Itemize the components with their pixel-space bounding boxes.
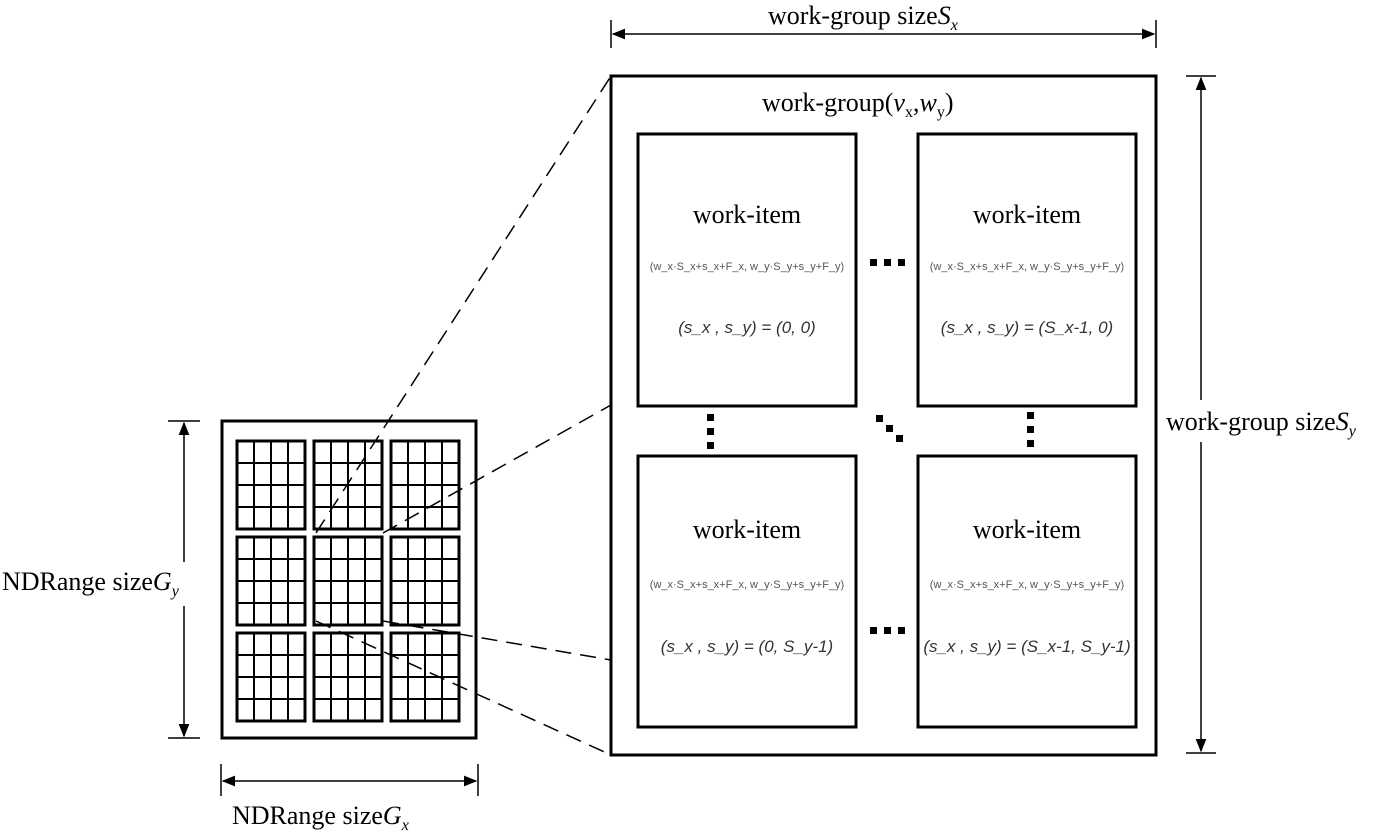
zoom-lines xyxy=(315,75,612,756)
ndrange-group xyxy=(235,535,307,627)
work-item-coord: (s_x , s_y) = (S_x-1, 0) xyxy=(941,318,1113,337)
ndrange-group xyxy=(235,439,307,531)
work-item-formula: (w_x·S_x+s_x+F_x, w_y·S_y+s_y+F_y) xyxy=(930,579,1124,591)
vertical-ellipsis-icon xyxy=(1027,412,1034,447)
ndrange-group xyxy=(389,439,461,531)
wg-size-y-dimension: work-group sizeSy xyxy=(1164,75,1396,754)
ndrange-group xyxy=(389,631,461,723)
ndrange-group xyxy=(312,439,384,531)
nd-size-x-dimension: NDRange sizeGx xyxy=(220,764,479,833)
work-group-title: work-group(vx,wy) xyxy=(762,88,953,121)
work-item-title: work-item xyxy=(693,515,801,544)
zoom-line xyxy=(382,620,612,661)
diagonal-ellipsis-icon xyxy=(876,415,903,442)
work-item-formula: (w_x·S_x+s_x+F_x, w_y·S_y+s_y+F_y) xyxy=(650,579,844,591)
work-item-coord: (s_x , s_y) = (0, 0) xyxy=(678,318,815,337)
work-item-box: work-item (w_x·S_x+s_x+F_x, w_y·S_y+s_y+… xyxy=(636,132,858,408)
ndrange-grid xyxy=(235,439,461,723)
work-item-box: work-item (w_x·S_x+s_x+F_x, w_y·S_y+s_y+… xyxy=(916,132,1138,408)
nd-size-y-label: NDRange sizeGy xyxy=(2,567,180,600)
nd-size-y-dimension: NDRange sizeGy xyxy=(0,420,220,739)
work-item-formula: (w_x·S_x+s_x+F_x, w_y·S_y+s_y+F_y) xyxy=(930,261,1124,273)
work-item-coord: (s_x , s_y) = (S_x-1, S_y-1) xyxy=(923,637,1130,656)
ndrange-group xyxy=(389,535,461,627)
horizontal-ellipsis-icon xyxy=(870,259,905,266)
work-item-box: work-item (w_x·S_x+s_x+F_x, w_y·S_y+s_y+… xyxy=(916,454,1138,729)
wg-size-x-dimension: work-group sizeSx xyxy=(610,1,1157,48)
ndrange-group xyxy=(235,631,307,723)
work-item-box: work-item (w_x·S_x+s_x+F_x, w_y·S_y+s_y+… xyxy=(636,454,858,729)
zoom-line xyxy=(315,75,612,534)
work-item-title: work-item xyxy=(973,515,1081,544)
nd-size-x-label: NDRange sizeGx xyxy=(232,801,409,833)
zoom-line xyxy=(382,404,612,534)
work-item-coord: (s_x , s_y) = (0, S_y-1) xyxy=(661,637,833,656)
wg-size-x-label: work-group sizeSx xyxy=(768,1,958,34)
horizontal-ellipsis-icon xyxy=(870,627,905,634)
ndrange-group xyxy=(312,535,384,627)
work-item-formula: (w_x·S_x+s_x+F_x, w_y·S_y+s_y+F_y) xyxy=(650,261,844,273)
work-item-title: work-item xyxy=(693,200,801,229)
vertical-ellipsis-icon xyxy=(707,414,714,449)
wg-size-y-label: work-group sizeSy xyxy=(1166,407,1357,440)
ndrange-group xyxy=(312,631,384,723)
ndrange-box xyxy=(220,419,478,740)
zoom-line xyxy=(315,620,612,756)
work-item-title: work-item xyxy=(973,200,1081,229)
